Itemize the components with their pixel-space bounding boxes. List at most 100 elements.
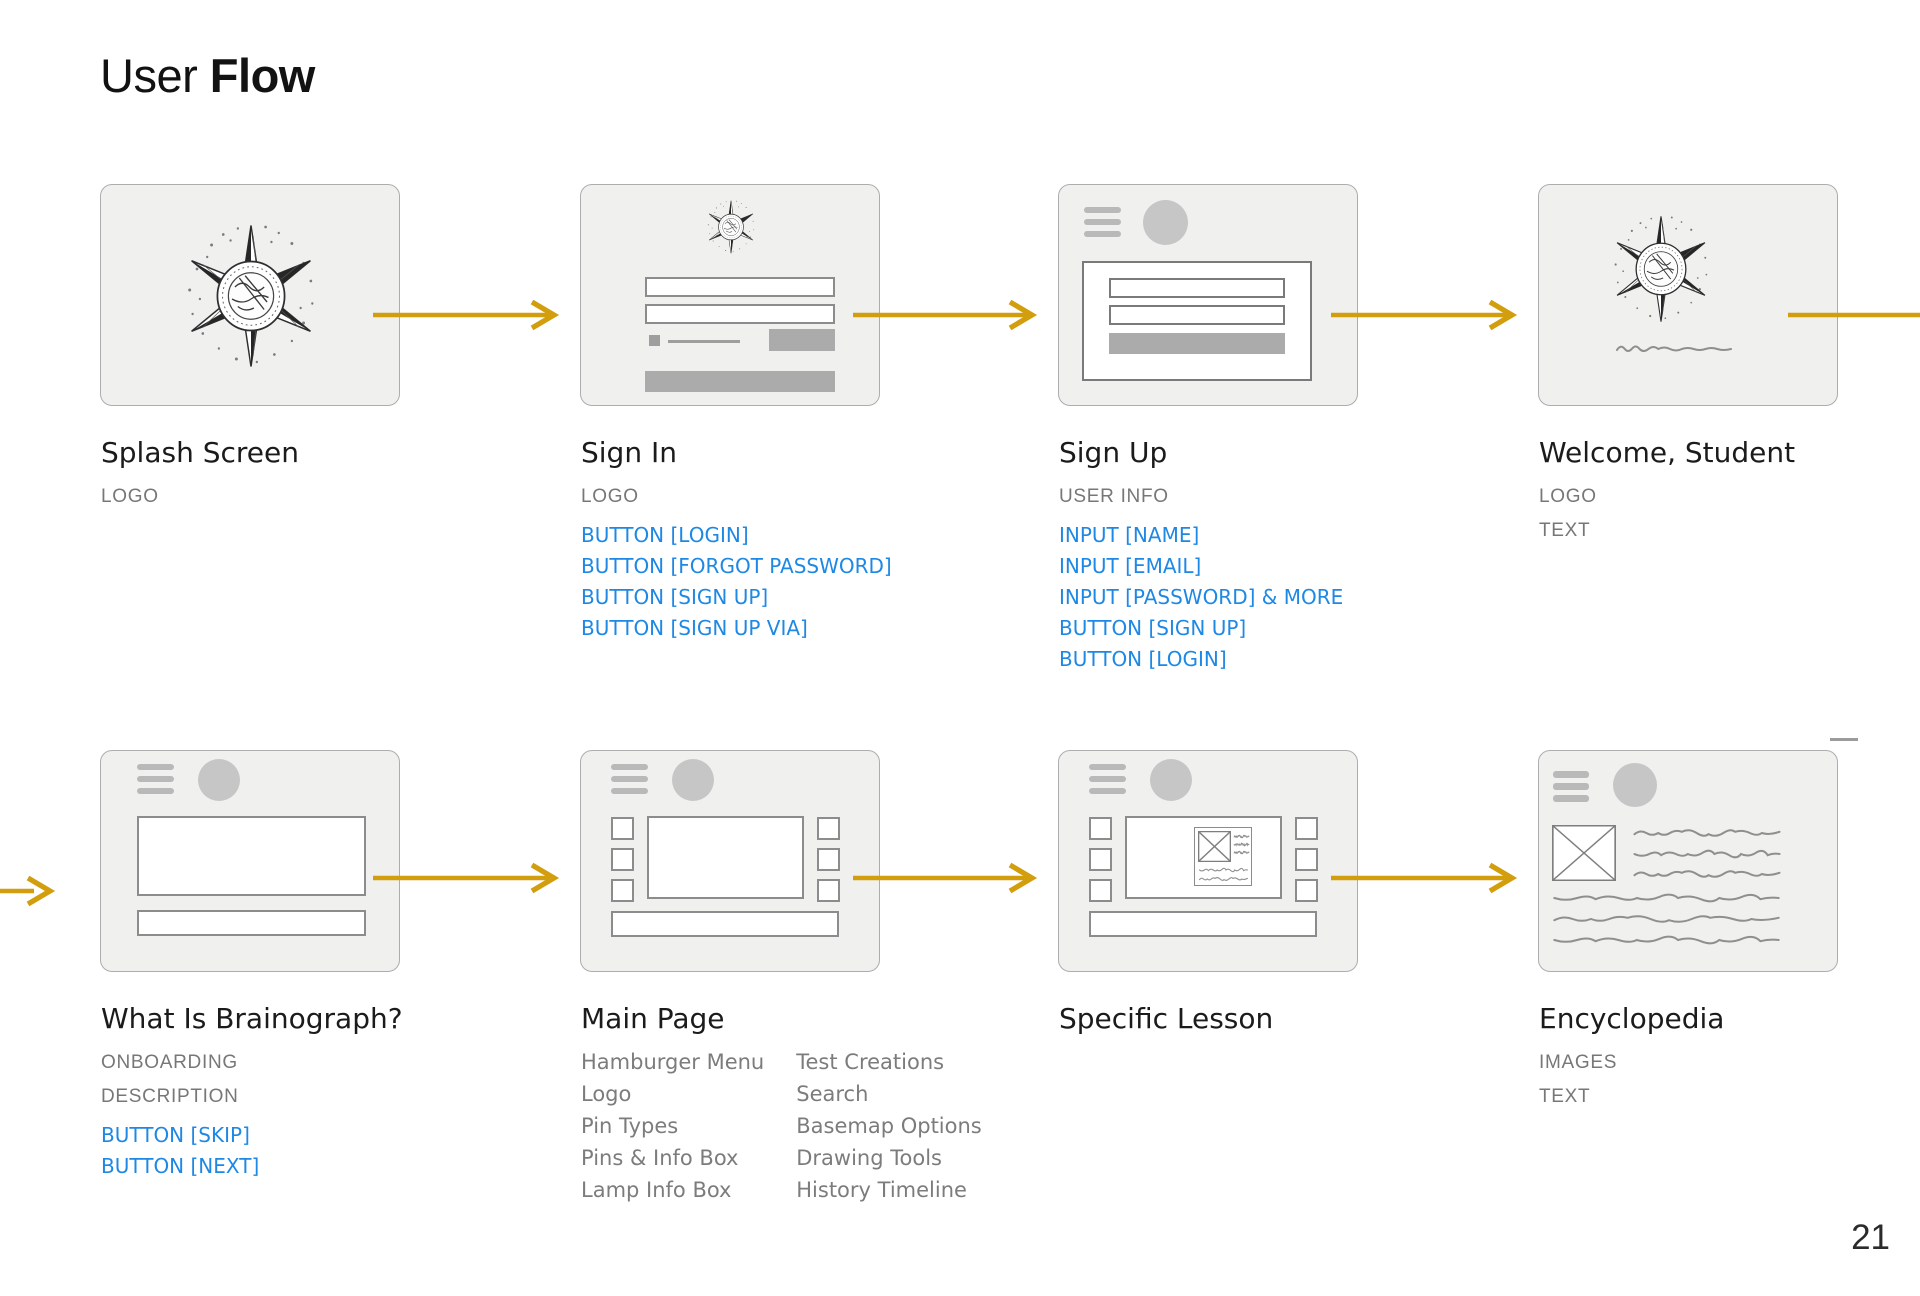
- text-squiggle: [1615, 341, 1733, 355]
- input-placeholder: [645, 277, 835, 297]
- step-label-gray: DESCRIPTION: [101, 1086, 239, 1107]
- step-label-blue: INPUT [NAME]: [1059, 523, 1200, 547]
- corner-dash: [1830, 738, 1858, 741]
- flow-step-encyclopedia: Encyclopedia IMAGES TEXT: [1538, 750, 1920, 1230]
- hamburger-menu-icon: [137, 764, 174, 794]
- step-heading: Specific Lesson: [1059, 1002, 1274, 1035]
- tool-square: [817, 817, 840, 840]
- wireframe-specific-lesson: [1058, 750, 1358, 972]
- label-line: [668, 340, 740, 343]
- tool-square: [611, 879, 634, 902]
- feature-item: Lamp Info Box: [581, 1178, 732, 1202]
- main-page-feature-column: Test Creations Search Basemap Options Dr…: [796, 1046, 982, 1206]
- feature-item: Search: [796, 1082, 869, 1106]
- tool-square: [1295, 879, 1318, 902]
- text-squiggle: [1234, 842, 1249, 847]
- step-heading: Encyclopedia: [1539, 1002, 1725, 1035]
- tool-square: [1295, 848, 1318, 871]
- step-label-gray: USER INFO: [1059, 486, 1169, 507]
- step-label-blue: INPUT [EMAIL]: [1059, 554, 1202, 578]
- avatar-icon: [1613, 763, 1657, 807]
- button-placeholder: [1109, 333, 1285, 354]
- avatar-icon: [672, 759, 714, 801]
- text-squiggle: [1234, 834, 1249, 839]
- flow-arrow: [853, 299, 1038, 331]
- main-page-feature-column: Hamburger Menu Logo Pin Types Pins & Inf…: [581, 1046, 764, 1206]
- avatar-icon: [1143, 200, 1188, 245]
- step-label-gray: TEXT: [1539, 1086, 1591, 1107]
- step-heading: Sign In: [581, 436, 677, 469]
- tool-square: [611, 817, 634, 840]
- step-label-blue: BUTTON [SIGN UP]: [1059, 616, 1247, 640]
- lesson-popup-placeholder: [1194, 827, 1252, 886]
- wireframe-main-page: [580, 750, 880, 972]
- flow-arrow-enter: [0, 875, 56, 907]
- text-squiggle: [1552, 934, 1781, 946]
- wireframe-sign-in: [580, 184, 880, 406]
- flow-arrow-exit: [1788, 312, 1920, 318]
- text-squiggle: [1633, 827, 1781, 839]
- tool-square: [1295, 817, 1318, 840]
- input-placeholder: [645, 304, 835, 324]
- avatar-icon: [1150, 759, 1192, 801]
- flow-arrow: [853, 862, 1038, 894]
- button-placeholder: [645, 371, 835, 392]
- step-heading: Sign Up: [1059, 436, 1168, 469]
- tool-square: [611, 848, 634, 871]
- flow-step-what-is-brainograph: What Is Brainograph? ONBOARDING DESCRIPT…: [100, 750, 580, 1230]
- text-squiggle: [1633, 848, 1781, 860]
- checkbox-placeholder: [649, 335, 660, 346]
- bar-placeholder: [611, 911, 839, 937]
- feature-item: Basemap Options: [796, 1114, 982, 1138]
- content-placeholder: [137, 816, 366, 896]
- step-label-gray: LOGO: [101, 486, 159, 507]
- text-squiggle: [1234, 850, 1249, 855]
- flow-step-main-page: Main Page Hamburger Menu Logo Pin Types …: [580, 750, 1060, 1230]
- step-label-blue: BUTTON [LOGIN]: [581, 523, 749, 547]
- map-placeholder: [1125, 816, 1282, 899]
- wireframe-sign-up: [1058, 184, 1358, 406]
- image-placeholder-icon: [1552, 825, 1616, 881]
- star-logo-icon: [1613, 215, 1708, 323]
- image-placeholder-icon: [1198, 831, 1231, 862]
- step-label-gray: IMAGES: [1539, 1052, 1618, 1073]
- step-label-blue: BUTTON [LOGIN]: [1059, 647, 1227, 671]
- wireframe-welcome-student: [1538, 184, 1838, 406]
- flow-arrow: [1331, 862, 1518, 894]
- star-logo-icon: [707, 200, 755, 254]
- title-bold: Flow: [209, 49, 316, 102]
- bar-placeholder: [1089, 911, 1317, 937]
- hamburger-menu-icon: [1553, 771, 1589, 802]
- feature-item: Logo: [581, 1082, 632, 1106]
- feature-item: Drawing Tools: [796, 1146, 942, 1170]
- map-placeholder: [647, 816, 804, 899]
- tool-square: [817, 879, 840, 902]
- feature-item: Pins & Info Box: [581, 1146, 739, 1170]
- avatar-icon: [198, 759, 240, 801]
- bar-placeholder: [137, 910, 366, 936]
- step-heading: Main Page: [581, 1002, 725, 1035]
- step-heading: What Is Brainograph?: [101, 1002, 403, 1035]
- step-label-blue: INPUT [PASSWORD] & MORE: [1059, 585, 1344, 609]
- flow-step-specific-lesson: Specific Lesson: [1058, 750, 1538, 1230]
- step-heading: Welcome, Student: [1539, 436, 1796, 469]
- input-placeholder: [1109, 305, 1285, 325]
- step-label-gray: TEXT: [1539, 520, 1591, 541]
- text-squiggle: [1199, 876, 1248, 882]
- text-squiggle: [1552, 913, 1781, 925]
- hamburger-menu-icon: [611, 764, 648, 794]
- star-logo-icon: [187, 224, 315, 368]
- step-label-blue: BUTTON [SKIP]: [101, 1123, 250, 1147]
- step-heading: Splash Screen: [101, 436, 299, 469]
- input-placeholder: [1109, 278, 1285, 298]
- page-number: 21: [1851, 1218, 1890, 1257]
- feature-item: Test Creations: [796, 1050, 945, 1074]
- hamburger-menu-icon: [1084, 207, 1121, 237]
- step-label-blue: BUTTON [SIGN UP]: [581, 585, 769, 609]
- title-regular: User: [100, 49, 198, 102]
- step-label-blue: BUTTON [SIGN UP VIA]: [581, 616, 808, 640]
- feature-item: Hamburger Menu: [581, 1050, 765, 1074]
- feature-item: History Timeline: [796, 1178, 967, 1202]
- step-label-gray: LOGO: [581, 486, 639, 507]
